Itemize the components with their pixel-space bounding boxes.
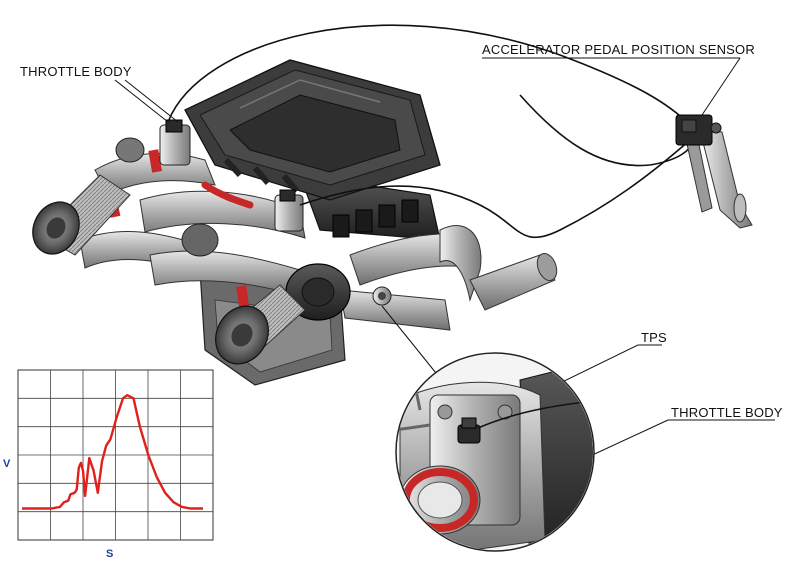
zoom-inset (395, 352, 595, 552)
label-throttle-body-top: THROTTLE BODY (20, 64, 132, 79)
intake-manifold (184, 59, 441, 201)
label-throttle-body-zoom: THROTTLE BODY (671, 405, 783, 420)
turbocharger (115, 137, 351, 321)
throttle-body-right (274, 189, 304, 232)
label-accelerator-pedal-position-sensor: ACCELERATOR PEDAL POSITION SENSOR (482, 42, 755, 57)
label-tps: TPS (641, 330, 667, 345)
graph-grid (17, 369, 214, 541)
air-filter-left (32, 174, 131, 256)
voltage-graph (17, 369, 214, 541)
graph-x-axis-label: S (106, 548, 114, 560)
sensor-wiring (167, 24, 696, 239)
voltage-trace (22, 394, 203, 510)
accelerator-pedal-assembly (675, 114, 753, 229)
graph-y-axis-label: V (3, 458, 11, 470)
air-filter-right (215, 284, 306, 365)
engine-illustration (32, 59, 558, 386)
throttle-body-left (159, 119, 191, 166)
coil-packs (332, 199, 419, 238)
